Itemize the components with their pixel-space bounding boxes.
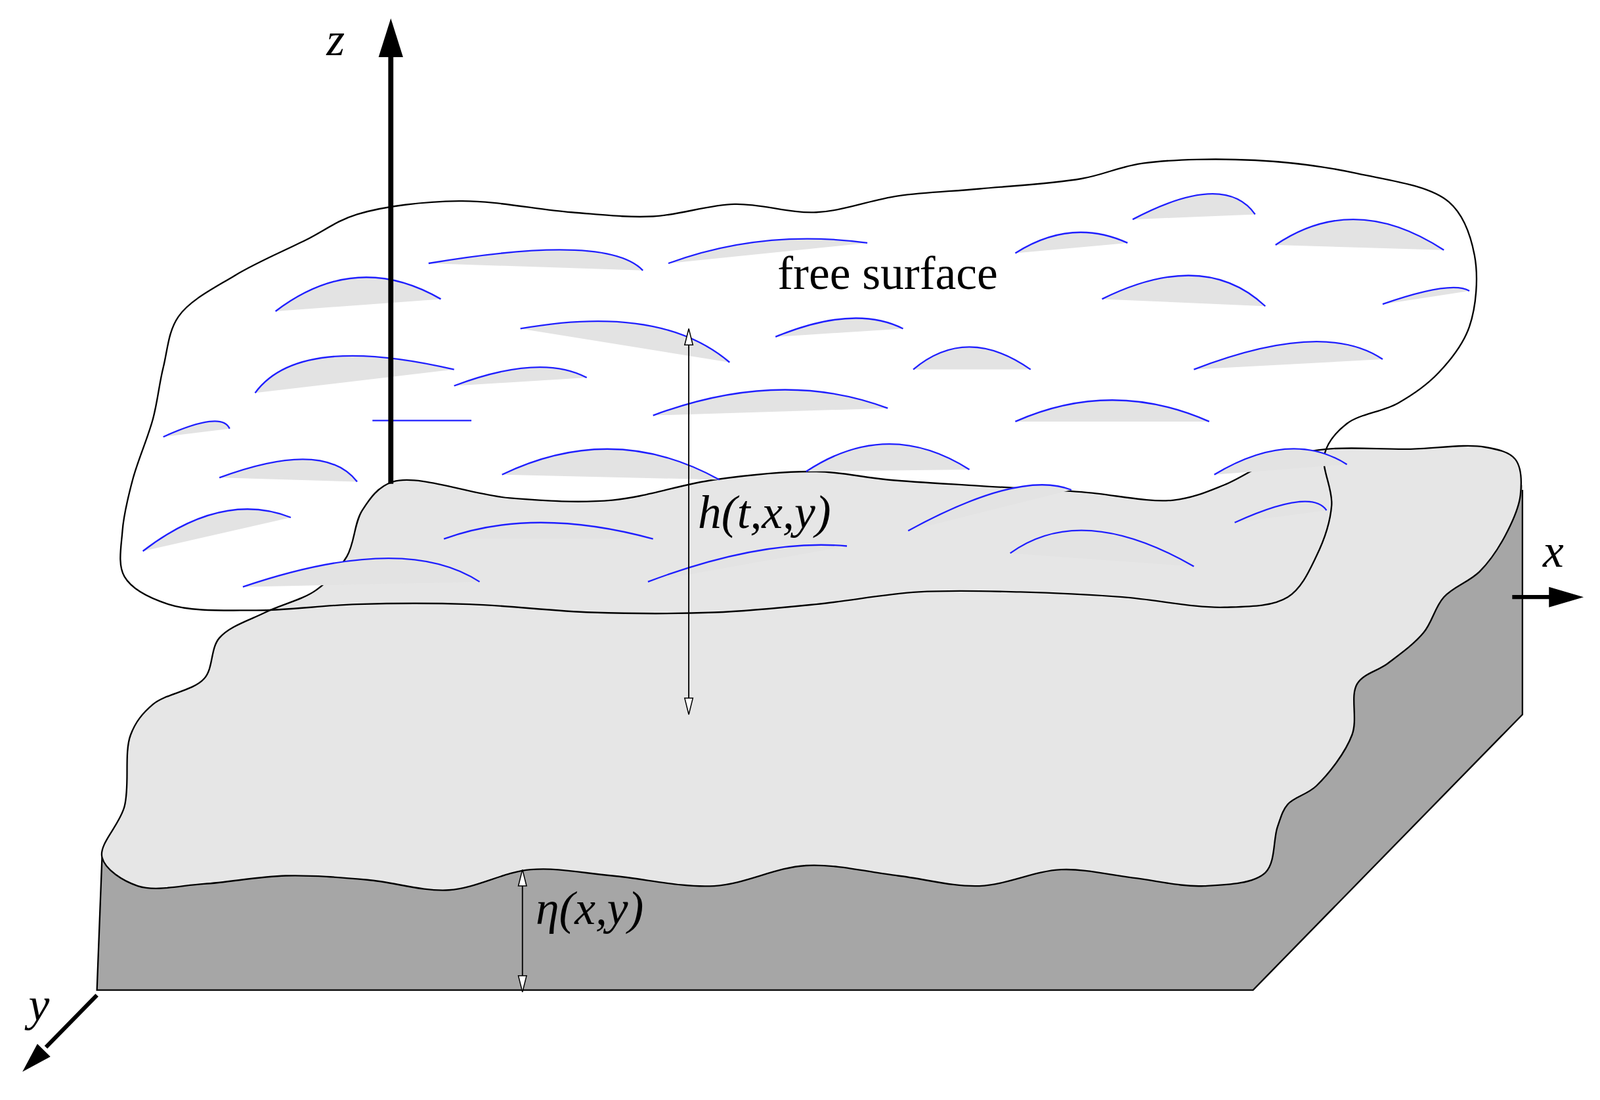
x-axis-head [1548,586,1584,608]
wave-shading [502,449,720,480]
wave-shading [913,346,1031,369]
wave-shading [520,321,731,363]
wave-crest [163,420,230,437]
wave-crest [454,367,587,386]
dimension-line [521,885,524,976]
wave-crest [1010,530,1195,567]
wave-crest [1015,399,1209,422]
wave-shading [648,544,847,582]
wave-shading [454,367,587,386]
wave-crest [775,317,903,337]
wave-crest [1213,448,1347,475]
wave-crest [443,522,654,540]
dimension-head [684,697,693,715]
wave-shading [255,355,455,394]
wave-shading [1382,287,1470,304]
axes [22,18,1584,1072]
wave-shading [1015,232,1128,254]
bottom-topography [101,445,1522,891]
z-axis-head [378,18,404,58]
axis-label: z [326,16,345,64]
wave-shading [1213,448,1347,475]
wave-crest [1234,501,1327,523]
bottom-label: η(x,y) [535,884,644,931]
wave-shading [163,420,230,437]
wave-crest [143,508,291,551]
wave-crest [219,458,358,482]
wave-crest [908,484,1072,531]
wave-shading [275,277,442,312]
wave-shading [219,458,358,482]
z-axis [388,45,394,484]
wave-crest [275,277,442,312]
wave-crest [913,346,1031,369]
wave-crest [255,355,455,394]
wave-crest [1132,193,1256,220]
bottom-height-arrow [518,869,527,993]
wave-crest [428,249,643,270]
wave-shading [443,522,654,540]
depth-arrow [684,328,693,714]
wave-shading [1132,193,1256,220]
dimension-head [684,328,693,345]
axis-label: y [28,981,50,1029]
depth-label: h(t,x,y) [697,488,831,536]
wave-shading [428,249,643,270]
dimension-head [518,975,527,993]
wave-crest [648,544,847,582]
wave-shading [775,317,903,337]
axis-label: x [1542,527,1564,575]
wave-crest [806,443,970,472]
wave-shading [1234,501,1327,523]
wave-shading [372,420,472,422]
wave-shading [242,558,480,587]
wave-crest [1275,219,1444,251]
y-axis-head [22,1043,51,1071]
wave-crests [143,193,1470,587]
wave-shading [1193,341,1383,369]
wave-shading [908,484,1072,531]
wave-shading [1102,275,1266,306]
dimension-line [688,344,690,698]
wave-crest [1015,232,1128,254]
wave-shading [1015,399,1209,422]
y-axis [45,994,98,1047]
wave-crest [242,558,480,587]
dimension-head [518,869,527,886]
wave-crest [1382,287,1470,304]
wave-crest [1193,341,1383,369]
surface-label: free surface [777,250,998,297]
wave-crest [520,321,731,363]
wave-shading [1010,530,1195,567]
wave-shading [1275,219,1444,251]
wave-crest [1102,275,1266,306]
wave-crest [372,419,472,421]
wave-crest [502,449,720,480]
wave-shading [143,508,291,551]
free-surface-outline [120,158,1477,614]
wave-shading [806,443,970,472]
